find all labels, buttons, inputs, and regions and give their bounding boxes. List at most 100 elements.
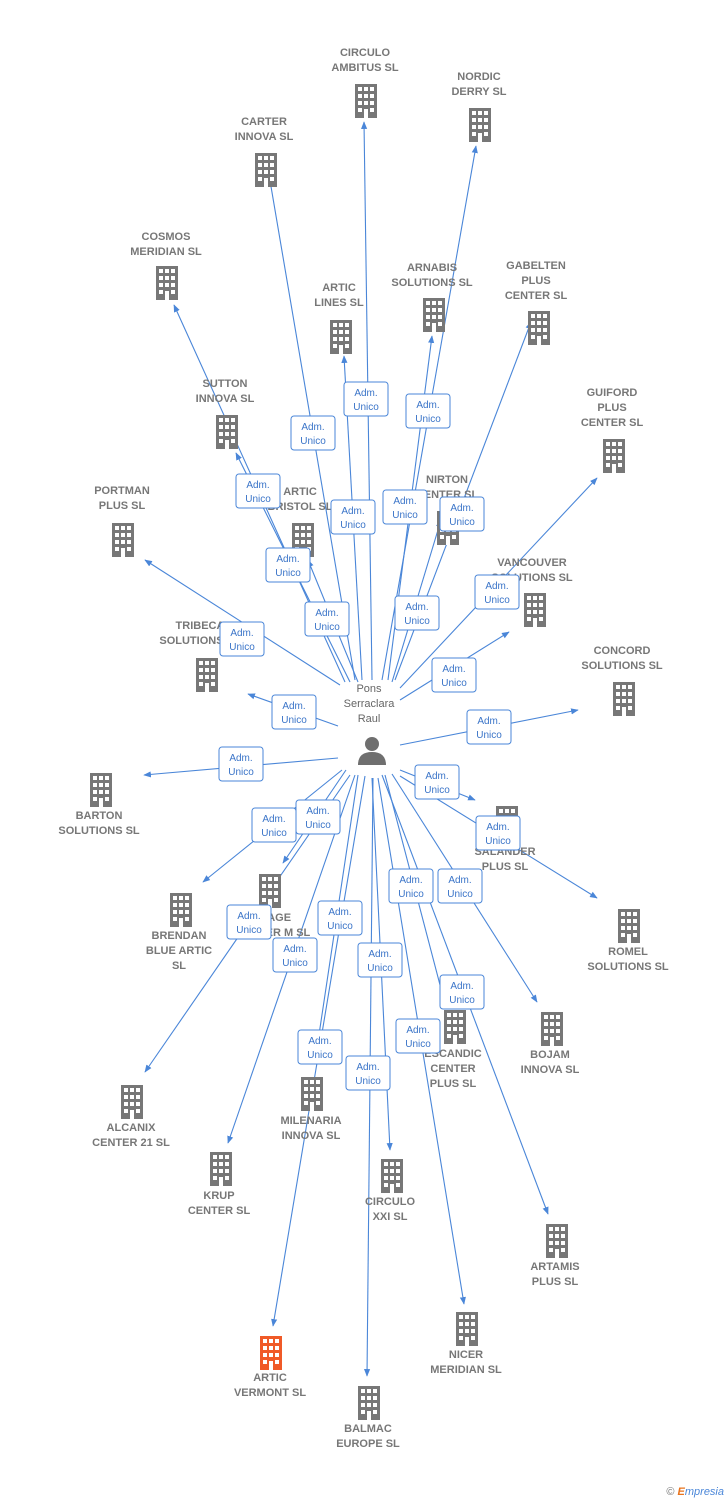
role-badge-image-sl[interactable]: Adm.Unico — [295, 799, 341, 835]
role-badge-line-2: Unico — [307, 1050, 333, 1061]
building-icon — [330, 320, 352, 354]
company-name-line: BARTON — [76, 810, 123, 822]
role-badge-tribeca-solutions[interactable]: Adm.Unico — [271, 694, 317, 730]
role-badge-carter-innova[interactable]: Adm.Unico — [290, 415, 336, 451]
building-icon — [613, 682, 635, 716]
role-badge-artic-bristol[interactable]: Adm. Unico — [304, 601, 350, 637]
role-badge-circulo-ambitus[interactable]: Adm.Unico — [343, 381, 389, 417]
role-badge-line-1: Adm. — [283, 944, 306, 955]
role-badge-salander-plus[interactable]: Adm.Unico — [414, 764, 460, 800]
company-node-romel-solutions[interactable]: ROMEL SOLUTIONS SL — [587, 909, 669, 973]
company-name-line: PLUS — [597, 402, 626, 414]
role-badge-line-2: Unico — [367, 963, 393, 974]
role-badge-line-2: Unico — [300, 436, 326, 447]
person-name-line-1: Pons — [356, 683, 382, 695]
role-badge-line-1: Adm. — [262, 814, 285, 825]
company-node-milenaria-innova[interactable]: MILENARIA INNOVA SL — [280, 1077, 342, 1142]
role-badge-gabelten-plus[interactable]: Adm.Unico — [439, 496, 485, 532]
company-name-line: PLUS — [521, 275, 550, 287]
role-badge-escandic-center[interactable]: Adm.Unico — [388, 868, 434, 904]
company-name-line: CENTER SL — [505, 290, 568, 302]
role-badge-romel-solutions[interactable]: Adm.Unico — [475, 815, 521, 851]
building-icon — [541, 1012, 563, 1046]
role-badge-krup-center[interactable]: Adm.Unico — [272, 937, 318, 973]
role-badge-barton-solutions[interactable]: Adm.Unico — [218, 746, 264, 782]
role-badge-line-1: Adm. — [230, 628, 253, 639]
role-badge-line-2: Unico — [275, 568, 301, 579]
role-badge-nirton-center[interactable]: Adm.Unico — [394, 595, 440, 631]
role-badge-artic-lines[interactable]: Adm.Unico — [330, 499, 376, 535]
company-name-line: SOLUTIONS SL — [58, 825, 140, 837]
role-badge-line-2: Unico — [314, 622, 340, 633]
building-icon — [469, 108, 491, 142]
company-name-line: MILENARIA — [280, 1115, 341, 1127]
role-badge-portman-plus[interactable]: Adm.Unico — [219, 621, 265, 657]
role-badge-balmac-europe[interactable]: Adm.Unico — [345, 1055, 391, 1091]
role-badge-cosmos-meridian[interactable]: Adm.Unico — [235, 473, 281, 509]
company-node-barton-solutions[interactable]: BARTON SOLUTIONS SL — [58, 773, 140, 837]
person-node[interactable]: Pons Serraclara Raul — [344, 683, 396, 765]
role-badge-nordic-derry[interactable]: Adm.Unico — [405, 393, 451, 429]
person-name-line-3: Raul — [358, 713, 381, 725]
role-badge-line-1: Adm. — [405, 602, 428, 613]
role-badge-line-2: Unico — [447, 889, 473, 900]
company-name-line: LINES SL — [314, 297, 364, 309]
company-name-line: CIRCULO — [340, 47, 391, 59]
building-icon — [210, 1152, 232, 1186]
company-name-line: CONCORD — [594, 645, 651, 657]
role-badge-guiford-plus[interactable]: Adm.Unico — [474, 574, 520, 610]
company-name-line: BLUE ARTIC — [146, 945, 212, 957]
company-name-line: INNOVA SL — [282, 1130, 341, 1142]
role-badge-circulo-xxi[interactable]: Adm.Unico — [357, 942, 403, 978]
company-name-line: SOLUTIONS SL — [587, 961, 669, 973]
building-icon — [112, 523, 134, 557]
role-badge-line-2: Unico — [261, 828, 287, 839]
role-badge-milenaria-innova[interactable]: Adm.Unico — [317, 900, 363, 936]
role-badge-line-2: Unico — [392, 510, 418, 521]
company-name-line: CIRCULO — [365, 1196, 416, 1208]
company-name-line: INNOVA SL — [196, 393, 255, 405]
role-badge-line-1: Adm. — [315, 608, 338, 619]
role-badge-arnabis-solutions[interactable]: Adm.Unico — [382, 489, 428, 525]
role-badge-concord-solutions[interactable]: Adm.Unico — [466, 709, 512, 745]
role-badge-bojam-innova[interactable]: Adm. Unico — [437, 868, 483, 904]
role-badge-line-1: Adm. — [425, 771, 448, 782]
building-icon — [603, 439, 625, 473]
company-name-line: NICER — [449, 1349, 483, 1361]
role-badge-line-1: Adm. — [448, 875, 471, 886]
company-name-line: PLUS SL — [532, 1276, 579, 1288]
role-badge-artamis-plus[interactable]: Adm.Unico — [439, 974, 485, 1010]
role-badge-alcanix-center[interactable]: Adm.Unico — [226, 904, 272, 940]
role-badge-brendan-blue[interactable]: Adm. Unico — [251, 807, 297, 843]
role-badge-nicer-meridian[interactable]: Adm.Unico — [395, 1018, 441, 1054]
company-name-line: ALCANIX — [107, 1122, 157, 1134]
role-badge-sutton-innova[interactable]: Adm.Unico — [265, 547, 311, 583]
company-name-line: INNOVA SL — [521, 1064, 580, 1076]
role-badge-artic-vermont[interactable]: Adm.Unico — [297, 1029, 343, 1065]
company-name-line: PLUS SL — [430, 1078, 477, 1090]
role-badge-vancouver-solutions[interactable]: Adm.Unico — [431, 657, 477, 693]
company-name-line: ROMEL — [608, 946, 648, 958]
